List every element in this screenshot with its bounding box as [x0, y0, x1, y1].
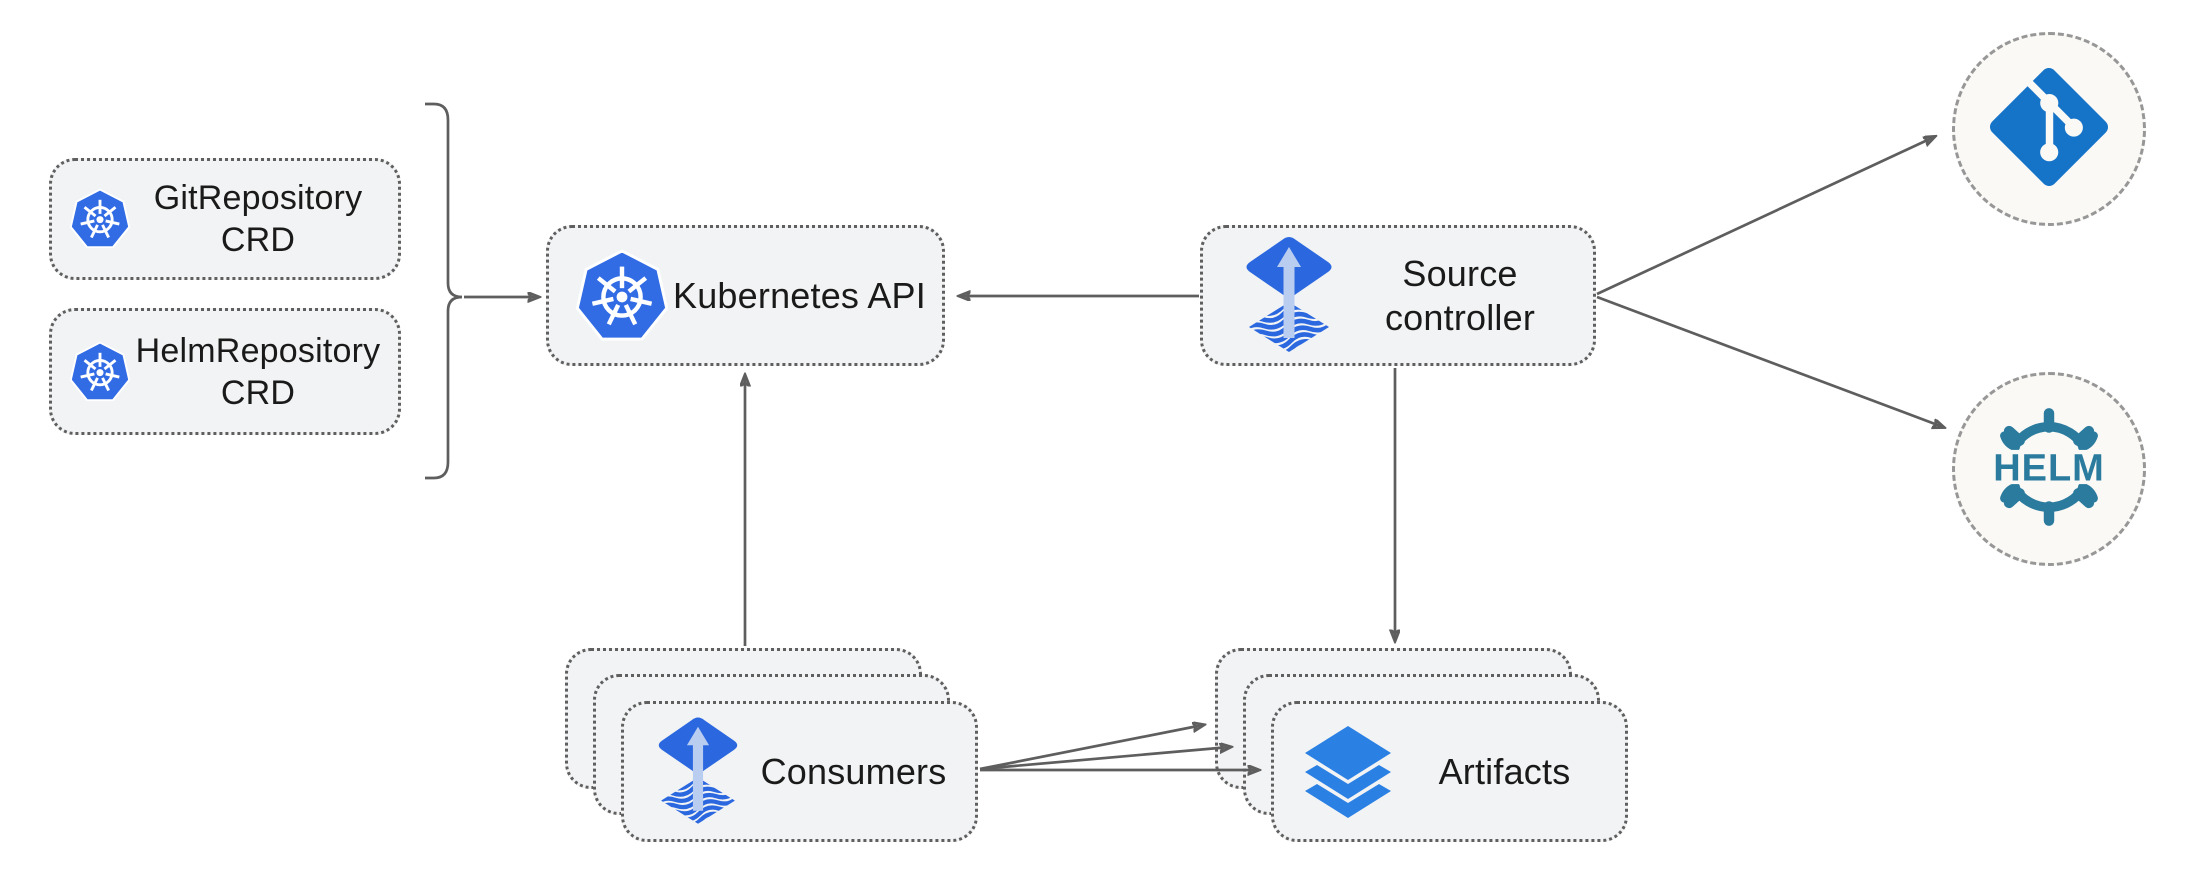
flux-source-icon — [1237, 234, 1341, 358]
node-label: Consumers — [760, 750, 947, 792]
node-kubernetes-api: Kubernetes API — [546, 225, 945, 366]
node-label: Source controller — [1384, 252, 1536, 338]
node-label: Artifacts — [1438, 750, 1571, 792]
node-label: Kubernetes API — [673, 274, 926, 316]
node-artifacts: Artifacts — [1271, 701, 1628, 842]
helm-logo-text: HELM — [1993, 447, 2104, 489]
endpoint-git-repository — [1952, 32, 2146, 226]
node-label: GitRepository CRD — [153, 179, 363, 259]
edge-source-controller-to-git — [1596, 137, 1934, 296]
kubernetes-icon — [68, 187, 132, 251]
node-consumers: Consumers — [621, 701, 978, 842]
edge-consumers-to-artifacts-2 — [979, 747, 1230, 771]
kubernetes-icon — [68, 340, 132, 404]
edge-consumers-to-artifacts-1 — [979, 725, 1203, 771]
flux-source-icon — [650, 714, 746, 830]
crd-group-bracket — [425, 102, 463, 480]
layers-icon — [1298, 722, 1398, 822]
git-icon — [1990, 67, 2108, 191]
node-helmrepository-crd: HelmRepository CRD — [49, 308, 401, 435]
node-source-controller: Source controller — [1200, 225, 1596, 366]
endpoint-helm-repository: HELM — [1952, 372, 2146, 566]
edge-source-controller-to-helm — [1596, 295, 1943, 427]
node-gitrepository-crd: GitRepository CRD — [49, 158, 401, 280]
node-label: HelmRepository CRD — [135, 331, 381, 412]
helm-icon: HELM — [1973, 391, 2125, 548]
kubernetes-icon — [573, 247, 671, 345]
